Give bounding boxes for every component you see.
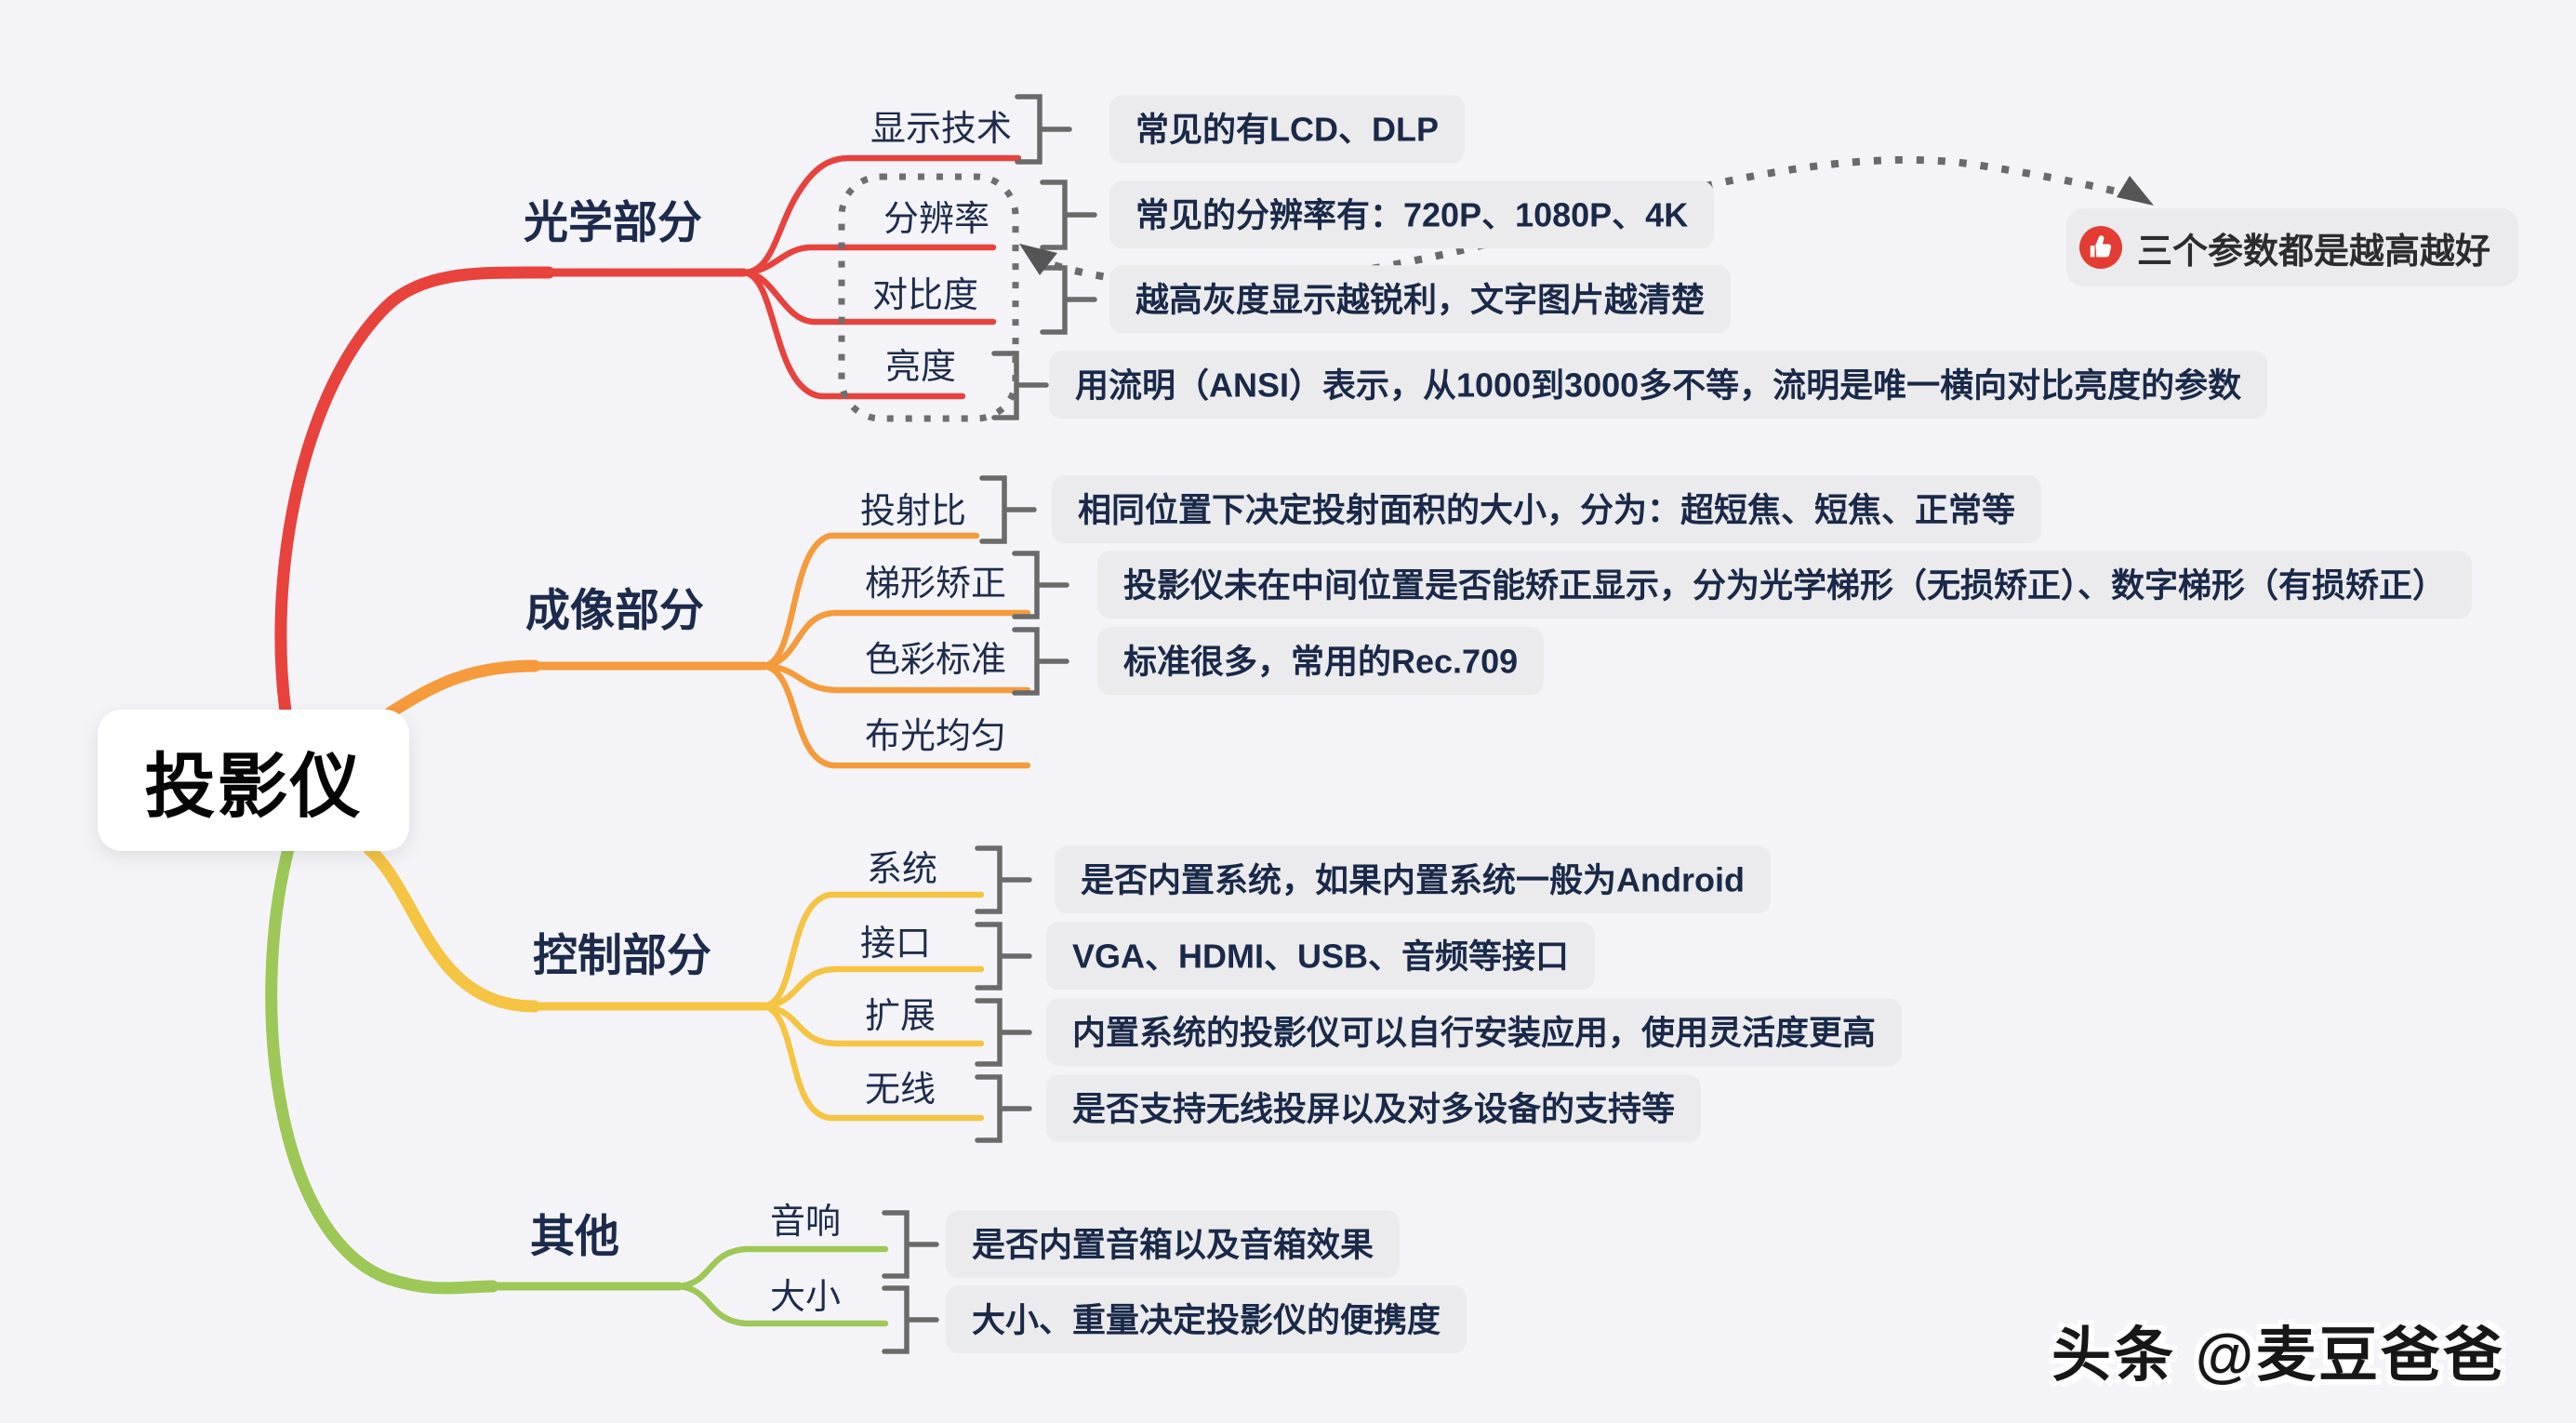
note-expansion[interactable]: 内置系统的投影仪可以自行安装应用，使用灵活度更高 — [1046, 998, 1903, 1067]
section-control-label[interactable]: 控制部分 — [533, 931, 712, 981]
trunk-lines — [265, 266, 555, 1295]
note-system[interactable]: 是否内置系统，如果内置系统一般为Android — [1055, 845, 1771, 914]
callout-annotation[interactable]: 三个参数都是越高越好 — [2066, 208, 2519, 286]
root-label: 投影仪 — [144, 748, 363, 827]
leaf-expansion-label[interactable]: 扩展 — [865, 996, 936, 1036]
leaf-throw-ratio-label[interactable]: 投射比 — [860, 491, 967, 531]
other-trunk — [265, 843, 499, 1295]
leaf-ports-label[interactable]: 接口 — [860, 924, 932, 964]
imaging-trunk — [384, 659, 541, 719]
thumbs-up-icon — [2079, 226, 2122, 269]
other-child-lines — [675, 1245, 889, 1327]
leaf-size-label[interactable]: 大小 — [770, 1277, 842, 1317]
optical-trunk — [274, 266, 555, 725]
leaf-speaker-label[interactable]: 音响 — [770, 1202, 842, 1242]
arrowhead-end — [2117, 176, 2154, 206]
watermark: 头条 @麦豆爸爸 — [2052, 1322, 2506, 1389]
note-keystone-correction[interactable]: 投影仪未在中间位置是否能矫正显示，分为光学梯形（无损矫正）、数字梯形（有损矫正） — [1097, 551, 2473, 619]
note-wireless[interactable]: 是否支持无线投屏以及对多设备的支持等 — [1046, 1074, 1702, 1143]
note-throw-ratio[interactable]: 相同位置下决定投射面积的大小，分为：超短焦、短焦、正常等 — [1052, 475, 2042, 544]
note-brackets — [882, 94, 1097, 1354]
leaf-resolution-label[interactable]: 分辨率 — [883, 199, 990, 239]
note-size[interactable]: 大小、重量决定投影仪的便携度 — [946, 1285, 1467, 1354]
leaf-system-label[interactable]: 系统 — [867, 849, 938, 889]
leaf-display-technology-label[interactable]: 显示技术 — [870, 109, 1013, 149]
note-brightness[interactable]: 用流明（ANSI）表示，从1000到3000多不等，流明是唯一横向对比亮度的参数 — [1049, 351, 2268, 419]
leaf-contrast-label[interactable]: 对比度 — [872, 275, 979, 315]
section-lines — [483, 268, 769, 1291]
arrowhead-start — [1019, 244, 1057, 275]
note-resolution[interactable]: 常见的分辨率有：720P、1080P、4K — [1109, 180, 1715, 249]
note-speaker[interactable]: 是否内置音箱以及音箱效果 — [946, 1210, 1401, 1279]
note-display-technology[interactable]: 常见的有LCD、DLP — [1109, 95, 1465, 164]
control-trunk — [363, 843, 541, 1013]
section-other-label[interactable]: 其他 — [530, 1212, 620, 1262]
note-color-standard[interactable]: 标准很多，常用的Rec.709 — [1097, 627, 1545, 696]
leaf-keystone-correction-label[interactable]: 梯形矫正 — [865, 564, 1007, 604]
control-child-lines — [761, 891, 985, 1122]
section-imaging-label[interactable]: 成像部分 — [525, 586, 705, 636]
imaging-child-lines — [761, 532, 1031, 769]
root-node[interactable]: 投影仪 — [98, 710, 409, 851]
note-contrast[interactable]: 越高灰度显示越锐利，文字图片越清楚 — [1109, 265, 1732, 334]
annotation-text: 三个参数都是越高越好 — [2137, 232, 2491, 272]
group-dashed-box — [838, 173, 1019, 422]
note-ports[interactable]: VGA、HDMI、USB、音频等接口 — [1046, 922, 1596, 991]
leaf-light-uniformity-label[interactable]: 布光均匀 — [865, 716, 1007, 756]
leaf-wireless-label[interactable]: 无线 — [865, 1070, 936, 1110]
optical-child-lines — [740, 154, 1022, 400]
leaf-color-standard-label[interactable]: 色彩标准 — [865, 640, 1007, 680]
section-optical-label[interactable]: 光学部分 — [524, 198, 703, 248]
leaf-brightness-label[interactable]: 亮度 — [885, 347, 957, 387]
